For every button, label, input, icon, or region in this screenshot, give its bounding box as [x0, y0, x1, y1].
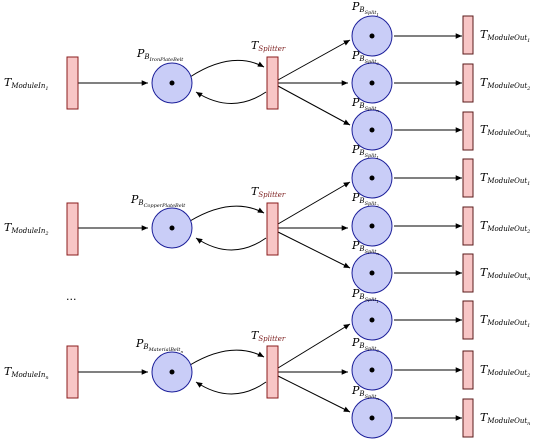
label-split-2-n: PBSplit2 — [351, 336, 379, 353]
label-module-out-n-2: TModuleOutn — [480, 266, 530, 282]
transition-splitter-2 — [266, 202, 279, 256]
transition-module-out-n-n — [462, 398, 474, 438]
transition-module-out-1-1 — [462, 15, 474, 55]
token — [369, 33, 375, 39]
label-module-in-2: TModuleIn2 — [4, 221, 49, 237]
label-module-out-1-2: TModuleOut1 — [480, 171, 530, 187]
transition-splitter-n — [266, 345, 279, 399]
token — [369, 223, 375, 229]
label-split-1-n: PBSplit1 — [351, 287, 379, 304]
transition-module-in-2 — [66, 202, 79, 256]
label-module-out-2-2: TModuleOut2 — [480, 219, 530, 235]
transition-splitter-1 — [266, 56, 279, 110]
label-splitter-1: TSplitter — [251, 39, 286, 53]
label-module-out-n-1: TModuleOutn — [480, 123, 530, 139]
transition-module-out-n-1 — [462, 111, 474, 151]
module-n: TModuleInn PBMaterialBeltn TSplitter PBS… — [4, 287, 530, 439]
label-split-2-1: PBSplit2 — [351, 49, 379, 66]
module-1: TModuleIn1 PBIronPlateBelt TSplitter PBS… — [4, 0, 530, 151]
label-split-2-2: PBSplit2 — [351, 191, 379, 208]
arc-belt-to-splitter-n — [189, 349, 265, 366]
arc-splitter-to-splitn-n — [277, 375, 351, 413]
arc-belt-to-splitter-1 — [189, 59, 265, 78]
label-module-in-n: TModuleInn — [4, 365, 49, 381]
label-belt-2: PBCopperPlateBelt — [130, 193, 186, 209]
token — [369, 415, 375, 421]
transition-module-out-n-2 — [462, 253, 474, 293]
token — [369, 175, 375, 181]
label-module-out-2-n: TModuleOut2 — [480, 363, 530, 379]
arc-splitter-to-split1-n — [277, 323, 351, 369]
module-2: TModuleIn2 PBCopperPlateBelt TSplitter P… — [4, 143, 530, 294]
label-module-out-1-n: TModuleOut1 — [480, 313, 530, 329]
transition-module-out-2-n — [462, 350, 474, 390]
label-split-1-1: PBSplit1 — [351, 0, 379, 17]
arc-splitter-to-belt-n — [195, 381, 267, 395]
label-split-n-2: PBSplitn — [351, 239, 379, 256]
transition-module-out-1-2 — [462, 158, 474, 198]
label-belt-1: PBIronPlateBelt — [136, 47, 184, 63]
arc-belt-to-splitter-2 — [189, 205, 265, 222]
transition-module-in-1 — [66, 56, 79, 110]
transition-module-out-1-n — [462, 300, 474, 340]
label-split-n-n: PBSplitn — [351, 384, 379, 401]
arc-splitter-to-split1-1 — [277, 39, 351, 81]
transition-module-in-n — [66, 345, 79, 399]
token — [169, 225, 175, 231]
arc-splitter-to-belt-2 — [195, 237, 267, 251]
arc-splitter-to-split1-2 — [277, 181, 351, 225]
token — [169, 80, 175, 86]
label-module-out-2-1: TModuleOut2 — [480, 76, 530, 92]
token — [369, 270, 375, 276]
label-split-1-2: PBSplit1 — [351, 143, 379, 160]
ellipsis: ... — [66, 290, 77, 303]
token — [369, 127, 375, 133]
transition-module-out-2-2 — [462, 206, 474, 246]
token — [369, 367, 375, 373]
label-split-n-1: PBSplitn — [351, 96, 379, 113]
token — [169, 369, 175, 375]
transition-module-out-2-1 — [462, 63, 474, 103]
token — [369, 80, 375, 86]
label-splitter-2: TSplitter — [251, 185, 286, 199]
arc-splitter-to-belt-1 — [195, 91, 267, 104]
label-module-in-1: TModuleIn1 — [4, 76, 49, 92]
label-belt-n: PBMaterialBeltn — [135, 337, 183, 354]
label-splitter-n: TSplitter — [251, 329, 286, 343]
arc-splitter-to-splitn-2 — [277, 231, 351, 269]
token — [369, 317, 375, 323]
label-module-out-1-1: TModuleOut1 — [480, 28, 530, 44]
label-module-out-n-n: TModuleOutn — [480, 411, 530, 427]
arc-splitter-to-splitn-1 — [277, 85, 351, 126]
